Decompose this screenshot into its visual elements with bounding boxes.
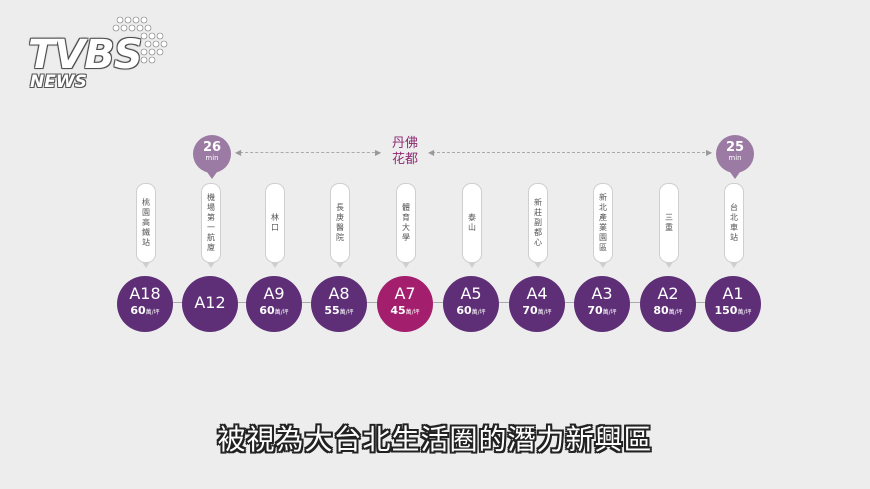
station-name: 新莊副都心 — [534, 198, 542, 247]
station-name: 桃園高鐵站 — [142, 198, 150, 247]
station-a3: A3 70萬/坪 — [574, 276, 630, 332]
time-unit: min — [205, 154, 219, 162]
station-name-pill: 體育大學 — [396, 183, 416, 268]
logo-news-text: NEWS — [30, 72, 87, 92]
hub-label: 丹佛 花都 — [385, 136, 425, 168]
station-price: 60萬/坪 — [259, 304, 289, 317]
station-a18: A18 60萬/坪 — [117, 276, 173, 332]
station-price: 70萬/坪 — [522, 304, 552, 317]
station-price: 60萬/坪 — [130, 304, 160, 317]
time-value: 25 — [725, 140, 745, 155]
station-a8: A8 55萬/坪 — [311, 276, 367, 332]
station-name-pill: 新北產業園區 — [593, 183, 613, 268]
time-unit: min — [728, 154, 742, 162]
station-a1: A1 150萬/坪 — [705, 276, 761, 332]
station-name: 新北產業園區 — [599, 193, 607, 252]
arrow-head-mid-left-icon: ▶ — [375, 148, 382, 157]
station-code: A7 — [394, 284, 416, 303]
station-price: 60萬/坪 — [456, 304, 486, 317]
station-code: A9 — [263, 284, 285, 303]
station-a12: A12 — [182, 276, 238, 332]
station-name-pill: 三重 — [659, 183, 679, 268]
station-a4: A4 70萬/坪 — [509, 276, 565, 332]
station-name: 林口 — [271, 213, 279, 232]
station-name: 長庚醫院 — [336, 203, 344, 242]
station-code: A4 — [526, 284, 548, 303]
arrow-head-mid-right-icon: ◀ — [428, 148, 435, 157]
station-name: 泰山 — [468, 213, 476, 232]
station-price: 150萬/坪 — [714, 304, 752, 317]
station-name-pill: 長庚醫院 — [330, 183, 350, 268]
station-code: A3 — [591, 284, 613, 303]
time-value: 26 — [202, 140, 222, 155]
hub-line1: 丹佛 — [391, 136, 418, 151]
station-a2: A2 80萬/坪 — [640, 276, 696, 332]
station-name-pill: 機場第一航廈 — [201, 183, 221, 268]
station-name-pill: 泰山 — [462, 183, 482, 268]
station-name-pill: 新莊副都心 — [528, 183, 548, 268]
hub-line2: 花都 — [391, 152, 418, 167]
station-name-pill: 桃園高鐵站 — [136, 183, 156, 268]
station-a7: A7 45萬/坪 — [377, 276, 433, 332]
station-price: 55萬/坪 — [324, 304, 354, 317]
arrow-line-left — [240, 152, 380, 153]
station-name: 機場第一航廈 — [207, 193, 215, 252]
station-code: A2 — [657, 284, 679, 303]
station-name-pill: 林口 — [265, 183, 285, 268]
logo-tvbs-text: TVBS — [28, 32, 143, 78]
station-price: 70萬/坪 — [587, 304, 617, 317]
station-code: A18 — [129, 284, 161, 303]
station-name-pill: 台北車站 — [724, 183, 744, 268]
station-code: A8 — [328, 284, 350, 303]
arrow-head-left-icon: ◀ — [235, 148, 242, 157]
time-bubble-right: 25 min — [716, 135, 754, 179]
station-a5: A5 60萬/坪 — [443, 276, 499, 332]
station-a9: A9 60萬/坪 — [246, 276, 302, 332]
station-name: 三重 — [665, 213, 673, 232]
time-bubble-left: 26 min — [193, 135, 231, 179]
station-price: 80萬/坪 — [653, 304, 683, 317]
station-code: A1 — [722, 284, 744, 303]
station-code: A5 — [460, 284, 482, 303]
station-price: 45萬/坪 — [390, 304, 420, 317]
arrow-head-right-icon: ▶ — [706, 148, 713, 157]
logo-dots — [112, 16, 168, 64]
arrow-line-right — [432, 152, 710, 153]
station-code: A12 — [194, 293, 226, 312]
video-subtitle: 被視為大台北生活圈的潛力新興區 — [217, 423, 653, 456]
station-name: 體育大學 — [402, 203, 410, 242]
tvbs-news-logo: TVBS NEWS — [22, 14, 172, 94]
station-name: 台北車站 — [730, 203, 738, 242]
